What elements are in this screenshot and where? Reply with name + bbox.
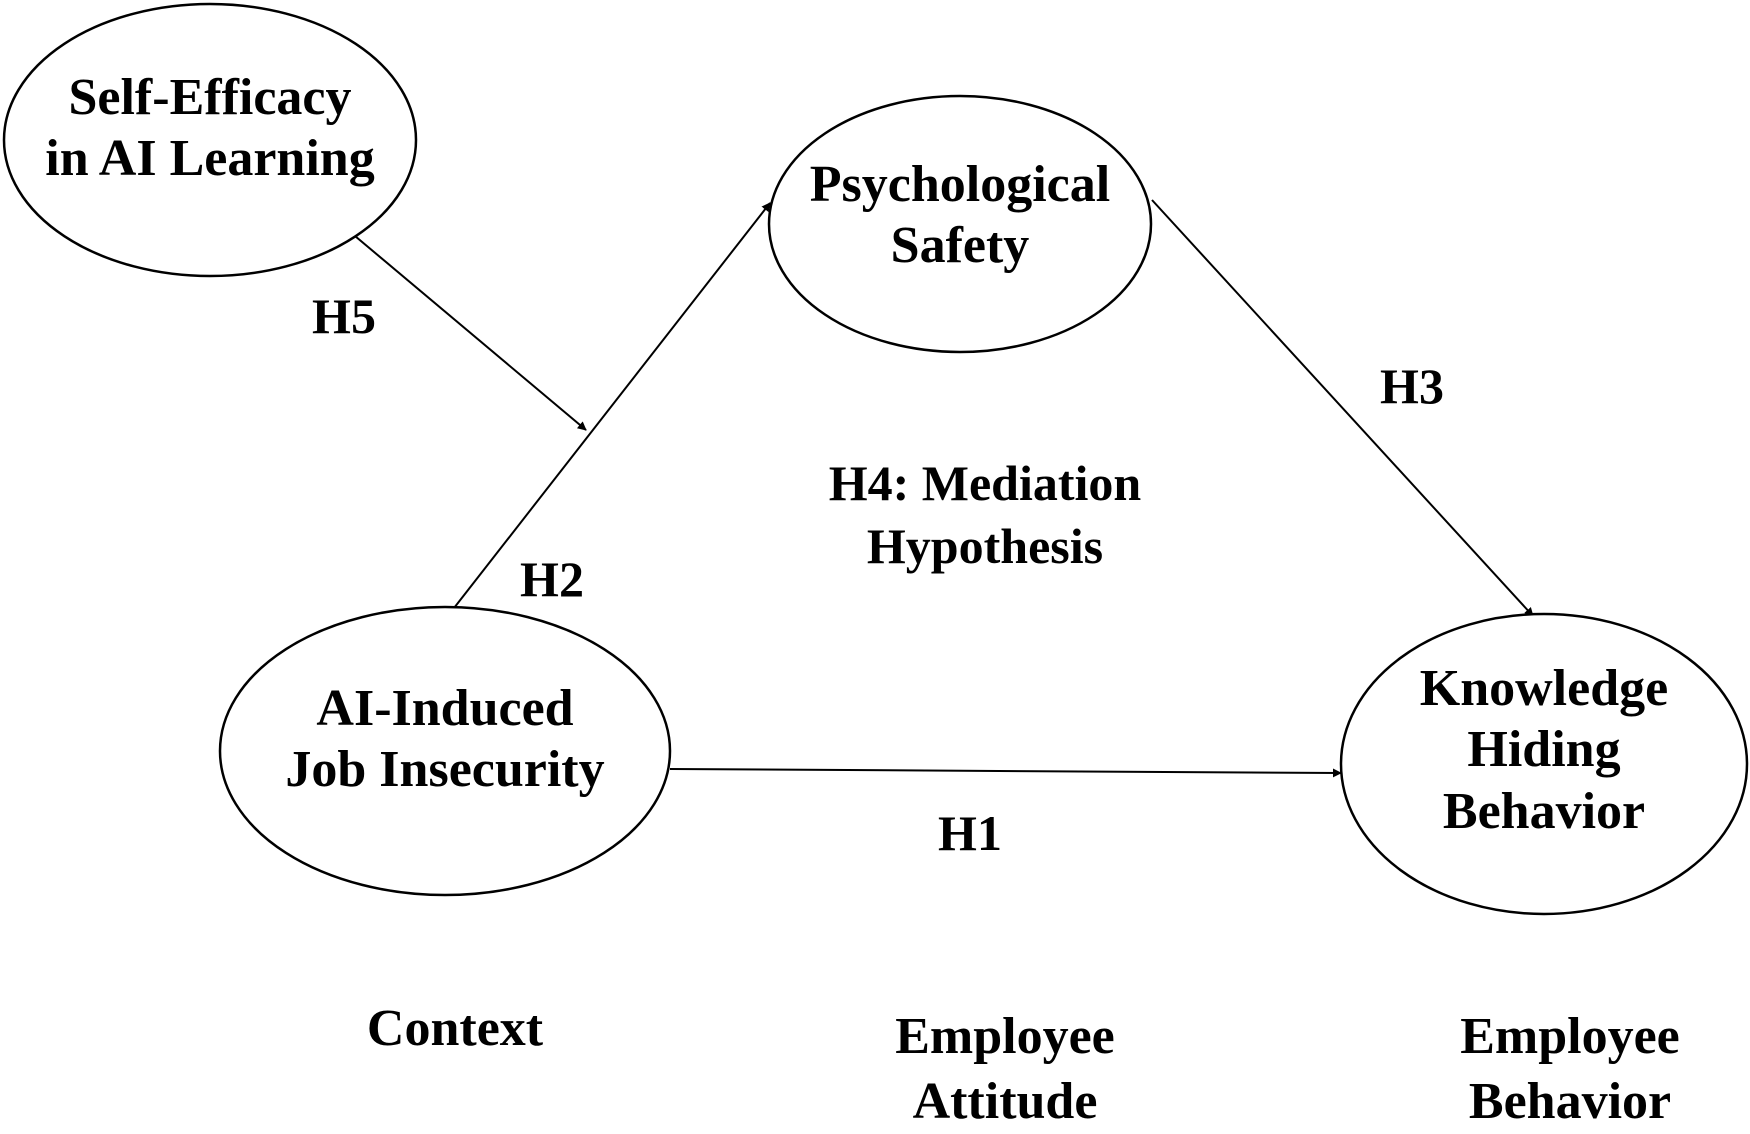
knowledge-hiding-line-2: Hiding bbox=[1467, 721, 1621, 779]
job-insecurity-line-1: AI-Induced bbox=[316, 680, 574, 737]
psychological-safety-label: Psychological Safety bbox=[765, 154, 1155, 277]
h4-label: H4: Mediation Hypothesis bbox=[760, 452, 1210, 577]
h5-label: H5 bbox=[312, 288, 376, 344]
h4-line-2: Hypothesis bbox=[866, 517, 1104, 574]
tier-behavior-label: Employee Behavior bbox=[1420, 1004, 1720, 1134]
tier-behavior-line-1: Employee bbox=[1460, 1008, 1680, 1065]
tier-context-label: Context bbox=[305, 996, 605, 1061]
edge-h1 bbox=[669, 768, 1342, 778]
knowledge-hiding-line-1: Knowledge bbox=[1419, 660, 1669, 717]
self-efficacy-node bbox=[2, 2, 418, 278]
knowledge-hiding-line-3: Behavior bbox=[1442, 782, 1646, 840]
h4-line-1: H4: Mediation bbox=[828, 455, 1142, 511]
psychological-safety-line-2: Safety bbox=[890, 217, 1030, 275]
job-insecurity-node bbox=[218, 605, 672, 897]
tier-context-line-1: Context bbox=[366, 1000, 544, 1057]
knowledge-hiding-node bbox=[1339, 612, 1749, 916]
job-insecurity-label: AI-Induced Job Insecurity bbox=[220, 678, 670, 801]
psychological-safety-node bbox=[767, 94, 1153, 354]
psychological-safety-line-1: Psychological bbox=[809, 156, 1111, 213]
job-insecurity-line-2: Job Insecurity bbox=[285, 741, 605, 799]
tier-behavior-line-2: Behavior bbox=[1468, 1073, 1672, 1130]
self-efficacy-line-1: Self-Efficacy bbox=[68, 69, 352, 126]
tier-attitude-line-1: Employee bbox=[895, 1008, 1115, 1065]
self-efficacy-line-2: in AI Learning bbox=[45, 130, 375, 188]
h1-label: H1 bbox=[938, 805, 1002, 861]
knowledge-hiding-label: Knowledge Hiding Behavior bbox=[1344, 658, 1744, 842]
h2-label: H2 bbox=[520, 551, 584, 607]
h3-label: H3 bbox=[1380, 358, 1444, 414]
edge-h2 bbox=[446, 202, 771, 618]
edge-h3 bbox=[1151, 199, 1534, 617]
self-efficacy-label: Self-Efficacy in AI Learning bbox=[10, 67, 410, 190]
tier-attitude-line-2: Attitude bbox=[912, 1073, 1098, 1130]
tier-attitude-label: Employee Attitude bbox=[855, 1004, 1155, 1134]
edge-h5 bbox=[354, 235, 587, 431]
